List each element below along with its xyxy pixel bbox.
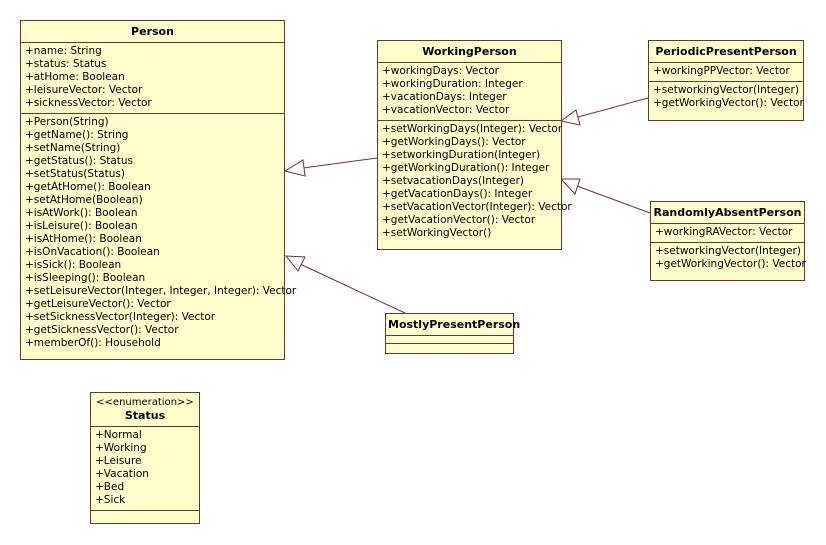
member-line: +setSicknessVector(Integer): Vector xyxy=(25,311,216,323)
member-line: +setworkingVector(Integer) xyxy=(653,84,799,96)
class-name: PeriodicPresentPerson xyxy=(649,41,803,63)
enumeration-name: Status xyxy=(124,409,166,422)
member-line: +isAtHome(): Boolean xyxy=(25,233,142,245)
class-working-person[interactable]: WorkingPerson +workingDays: Vector+worki… xyxy=(377,40,572,250)
stereotype-label: <<enumeration>> xyxy=(96,397,194,408)
member-line: +leisureVector: Vector xyxy=(25,84,143,96)
member-line: +workingDays: Vector xyxy=(382,65,499,77)
member-line: +status: Status xyxy=(25,58,107,70)
member-line: +Person(String) xyxy=(25,116,109,128)
member-line: +isSick(): Boolean xyxy=(25,259,122,271)
class-periodic-present-person[interactable]: PeriodicPresentPerson +workingPPVector: … xyxy=(648,40,804,121)
member-line: +getWorkingVector(): Vector xyxy=(655,258,806,270)
member-line: +Bed xyxy=(95,481,125,493)
member-line: +setLeisureVector(Integer, Integer, Inte… xyxy=(25,285,297,297)
attributes-compartment xyxy=(386,336,513,344)
generalization-workingperson-person[interactable] xyxy=(283,157,378,177)
member-line: +workingDuration: Integer xyxy=(382,78,523,90)
member-line: +setworkingVector(Integer) xyxy=(655,245,801,257)
member-line: +getLeisureVector(): Vector xyxy=(25,298,171,310)
operations-compartment: +Person(String)+getName(): String+setNam… xyxy=(21,114,297,353)
class-name: WorkingPerson xyxy=(378,41,561,63)
operations-compartment: +setworkingVector(Integer)+getWorkingVec… xyxy=(651,243,806,274)
member-line: +getStatus(): Status xyxy=(25,155,134,167)
enumeration-status[interactable]: <<enumeration>> Status +Normal+Working+L… xyxy=(90,392,200,524)
member-line: +getVacationDays(): Integer xyxy=(382,188,533,200)
class-name: Person xyxy=(21,21,284,43)
attributes-compartment: +workingRAVector: Vector xyxy=(651,224,804,243)
class-mostly-present-person[interactable]: MostlyPresentPerson xyxy=(385,313,520,354)
member-line: +setStatus(Status) xyxy=(25,168,125,180)
member-line: +setWorkingDays(Integer): Vector xyxy=(382,123,563,135)
member-line: +setworkingDuration(Integer) xyxy=(382,149,541,161)
generalization-randomlyabsentperson-workingperson[interactable] xyxy=(559,178,651,214)
member-line: +getWorkingVector(): Vector xyxy=(653,97,804,109)
member-line: +isOnVacation(): Boolean xyxy=(25,246,160,258)
member-line: +setvacationDays(Integer) xyxy=(382,175,524,187)
operations-compartment: +setWorkingDays(Integer): Vector+getWork… xyxy=(378,121,572,243)
attributes-compartment: +workingDays: Vector+workingDuration: In… xyxy=(378,63,561,121)
member-line: +isLeisure(): Boolean xyxy=(25,220,138,232)
member-line: +sicknessVector: Vector xyxy=(25,97,152,109)
member-line: +vacationDays: Integer xyxy=(382,91,507,103)
member-line: +isSleeping(): Boolean xyxy=(25,272,146,284)
member-line: +Sick xyxy=(95,494,126,506)
member-line: +Working xyxy=(95,442,147,454)
attributes-compartment: +name: String+status: Status+atHome: Boo… xyxy=(21,43,284,114)
member-line: +setVacationVector(Integer): Vector xyxy=(382,201,572,213)
literals-compartment: +Normal+Working+Leisure+Vacation+Bed+Sic… xyxy=(91,427,199,511)
class-name: RandomlyAbsentPerson xyxy=(651,202,804,224)
attributes-compartment: +workingPPVector: Vector xyxy=(649,63,803,82)
operations-compartment xyxy=(91,511,199,518)
operations-compartment: +setworkingVector(Integer)+getWorkingVec… xyxy=(649,82,804,113)
member-line: +setAtHome(Boolean) xyxy=(25,194,143,206)
member-line: +getWorkingDuration(): Integer xyxy=(382,162,550,174)
member-line: +getName(): String xyxy=(25,129,129,141)
member-line: +getSicknessVector(): Vector xyxy=(25,324,179,336)
class-name: MostlyPresentPerson xyxy=(386,314,520,336)
member-line: +Vacation xyxy=(95,468,149,480)
member-line: +getWorkingDays(): Vector xyxy=(382,136,526,148)
member-line: +workingPPVector: Vector xyxy=(653,65,790,77)
member-line: +setWorkingVector() xyxy=(382,227,492,239)
member-line: +workingRAVector: Vector xyxy=(655,226,793,238)
generalization-mostlypresentperson-person[interactable] xyxy=(284,255,406,314)
member-line: +getVacationVector(): Vector xyxy=(382,214,536,226)
member-line: +setName(String) xyxy=(25,142,121,154)
class-name: <<enumeration>> Status xyxy=(91,393,199,427)
member-line: +atHome: Boolean xyxy=(25,71,125,83)
member-line: +memberOf(): Household xyxy=(25,337,161,349)
generalization-periodicpresentperson-workingperson[interactable] xyxy=(559,97,649,126)
member-line: +isAtWork(): Boolean xyxy=(25,207,138,219)
operations-compartment xyxy=(386,344,513,351)
member-line: +name: String xyxy=(25,45,102,57)
member-line: +getAtHome(): Boolean xyxy=(25,181,151,193)
class-person[interactable]: Person +name: String+status: Status+atHo… xyxy=(20,20,297,360)
member-line: +Normal xyxy=(95,429,142,441)
member-line: +Leisure xyxy=(95,455,142,467)
class-randomly-absent-person[interactable]: RandomlyAbsentPerson +workingRAVector: V… xyxy=(650,201,806,281)
member-line: +vacationVector: Vector xyxy=(382,104,510,116)
